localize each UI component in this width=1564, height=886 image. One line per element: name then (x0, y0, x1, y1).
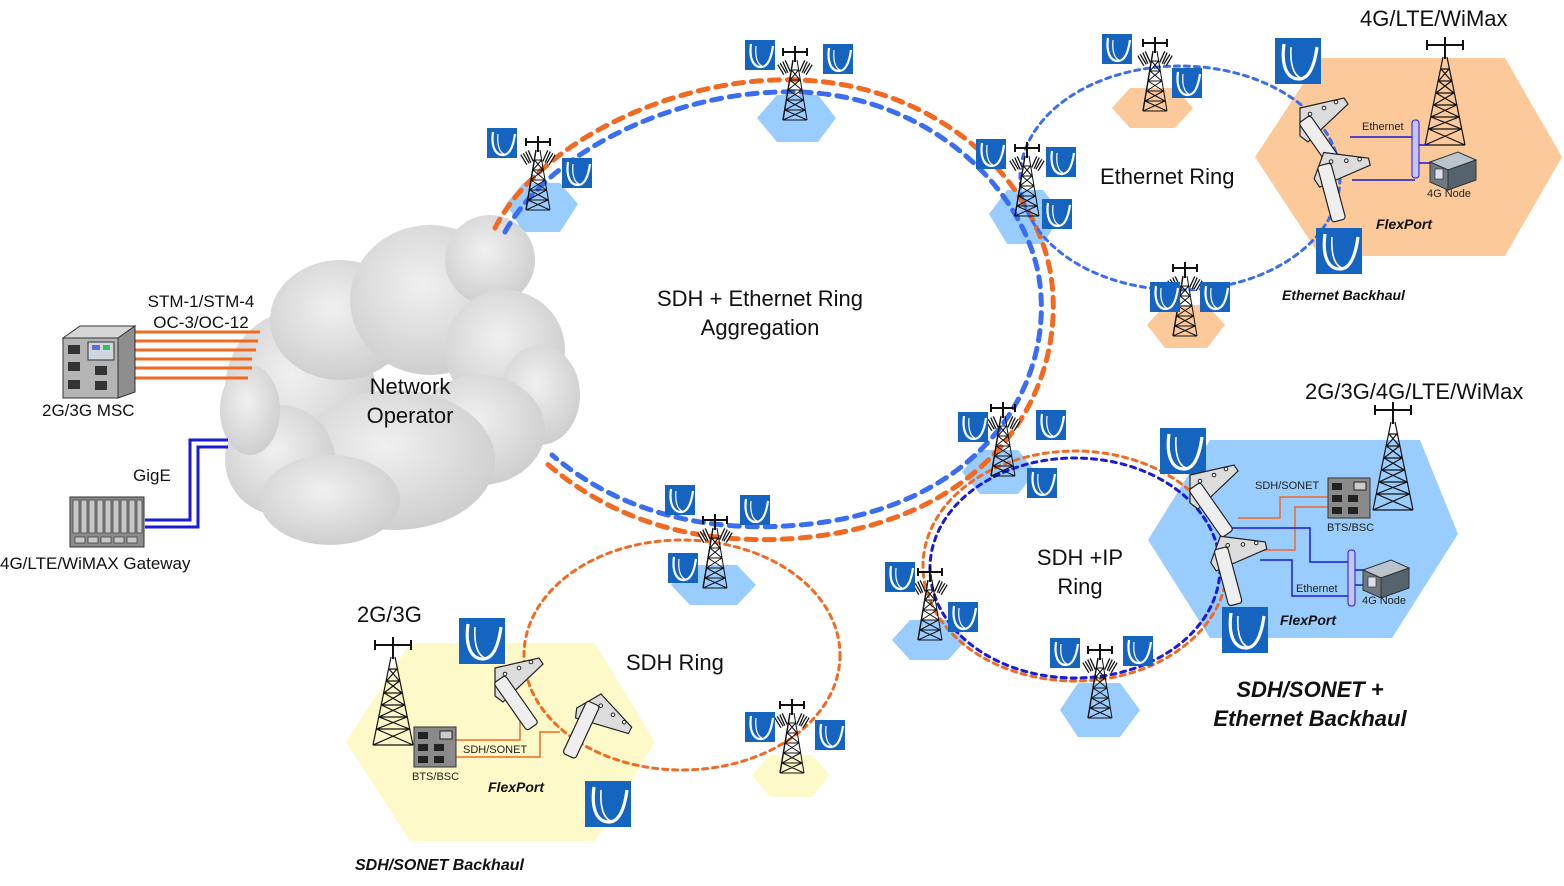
sdh-ip-ring-label: SDH +IP Ring (1036, 545, 1124, 599)
ethernet-link-label: Ethernet (1296, 583, 1338, 595)
ethernet-link-label: Ethernet (1362, 121, 1404, 133)
aggregation-ring-sdh (492, 77, 1056, 543)
site-tech-label: 2G/3G/4G/LTE/WiMax (1305, 379, 1524, 404)
sdh-backhaul-site-area (346, 643, 655, 841)
flexport-label: FlexPort (1280, 612, 1337, 628)
gige-links (145, 438, 228, 529)
network-operator-cloud (220, 215, 580, 545)
sdh-ring (522, 538, 842, 772)
sdh-sonet-link-label: SDH/SONET (463, 744, 528, 756)
aggregation-ring-ethernet (502, 89, 1044, 530)
ethernet-switch-bus (1411, 119, 1420, 179)
gateway-chassis-icon (69, 496, 145, 548)
flexport-label: FlexPort (1376, 216, 1433, 232)
site-tech-label: 2G/3G (357, 602, 422, 627)
stm-link-label: STM-1/STM-4 OC-3/OC-12 (147, 292, 255, 332)
sdh-ring-label: SDH Ring (626, 650, 724, 675)
gateway-label: 4G/LTE/WiMAX Gateway (0, 554, 191, 573)
gige-label: GigE (133, 466, 171, 485)
bts-bsc-icon (1327, 477, 1371, 519)
bts-bsc-icon (413, 726, 457, 768)
ethernet-switch-bus (1347, 549, 1356, 607)
4g-node-label: 4G Node (1362, 595, 1407, 607)
site-caption: SDH/SONET + Ethernet Backhaul (1213, 677, 1407, 731)
site-tech-label: 4G/LTE/WiMax (1360, 6, 1508, 31)
4g-node-label: 4G Node (1427, 188, 1472, 200)
stm-links (135, 330, 260, 380)
sdh-sonet-link-label: SDH/SONET (1255, 480, 1320, 492)
flexport-label: FlexPort (488, 779, 545, 795)
msc-cabinet-icon (61, 325, 137, 399)
bts-bsc-label: BTS/BSC (1327, 522, 1375, 534)
aggregation-ring-label: SDH + Ethernet Ring Aggregation (656, 286, 864, 340)
msc-label: 2G/3G MSC (42, 401, 135, 420)
ethernet-ring-label: Ethernet Ring (1100, 164, 1235, 189)
cloud-label: Network Operator (366, 374, 454, 428)
bts-bsc-label: BTS/BSC (412, 771, 460, 783)
ring-towers (520, 35, 1203, 775)
mixed-site-wiring (1228, 496, 1365, 597)
site-caption: SDH/SONET Backhaul (355, 857, 524, 874)
site-caption: Ethernet Backhaul (1282, 287, 1405, 303)
